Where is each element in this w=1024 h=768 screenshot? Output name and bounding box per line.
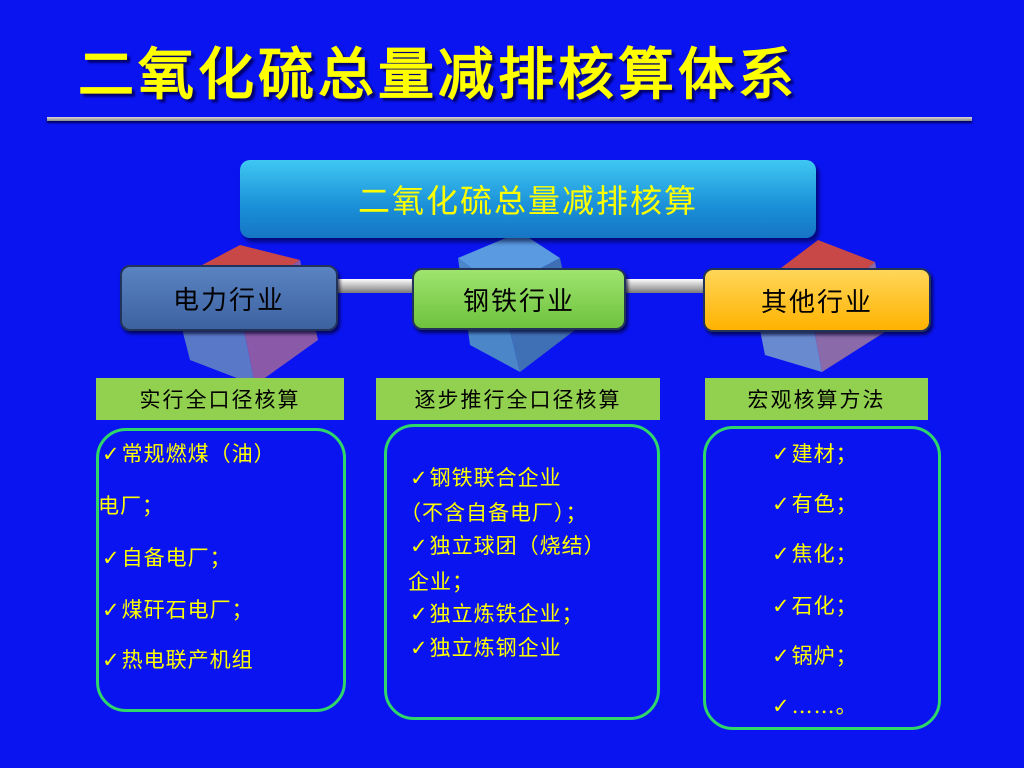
list-item: ✓锅炉； [772,644,858,668]
list-box-power [96,428,346,712]
list-item: ✓石化； [772,594,858,618]
check-icon: ✓ [410,636,429,660]
list-item: ✓常规燃煤（油） [102,442,276,466]
check-icon: ✓ [772,594,791,618]
method-other: 宏观核算方法 [705,378,928,420]
method-steel: 逐步推行全口径核算 [376,378,660,420]
list-item: 企业； [408,570,474,594]
title-underline [47,117,972,121]
list-item: ✓建材； [772,442,858,466]
check-icon: ✓ [772,492,791,516]
connector-steel-other [622,279,704,293]
sector-power: 电力行业 [120,265,338,331]
list-item: ✓独立球团（烧结） [410,534,606,558]
list-item: ✓热电联产机组 [102,648,254,672]
list-item: ✓独立炼铁企业； [410,602,584,626]
sector-steel: 钢铁行业 [412,268,626,330]
check-icon: ✓ [102,546,121,570]
check-icon: ✓ [102,648,121,672]
check-icon: ✓ [772,442,791,466]
method-power: 实行全口径核算 [96,378,344,420]
check-icon: ✓ [102,442,121,466]
check-icon: ✓ [410,602,429,626]
connector-power-steel [334,279,414,293]
list-box-steel [384,424,660,720]
check-icon: ✓ [772,542,791,566]
check-icon: ✓ [410,466,429,490]
list-item: ✓钢铁联合企业 [410,466,562,490]
list-item: （不含自备电厂）； [400,501,588,525]
list-item: ✓自备电厂； [102,546,232,570]
check-icon: ✓ [772,694,791,718]
check-icon: ✓ [772,644,791,668]
check-icon: ✓ [102,598,121,622]
sector-other: 其他行业 [703,268,931,332]
list-item: ✓独立炼钢企业 [410,636,562,660]
check-icon: ✓ [410,534,429,558]
root-node: 二氧化硫总量减排核算 [240,160,816,238]
list-item: ✓煤矸石电厂； [102,598,254,622]
list-item: ✓有色； [772,492,858,516]
list-box-other [703,426,941,730]
page-title: 二氧化硫总量减排核算体系 [78,42,798,108]
list-item: ✓……。 [772,694,858,718]
root-label: 二氧化硫总量减排核算 [357,182,698,220]
list-item: ✓焦化； [772,542,858,566]
list-item: 电厂； [98,494,164,518]
